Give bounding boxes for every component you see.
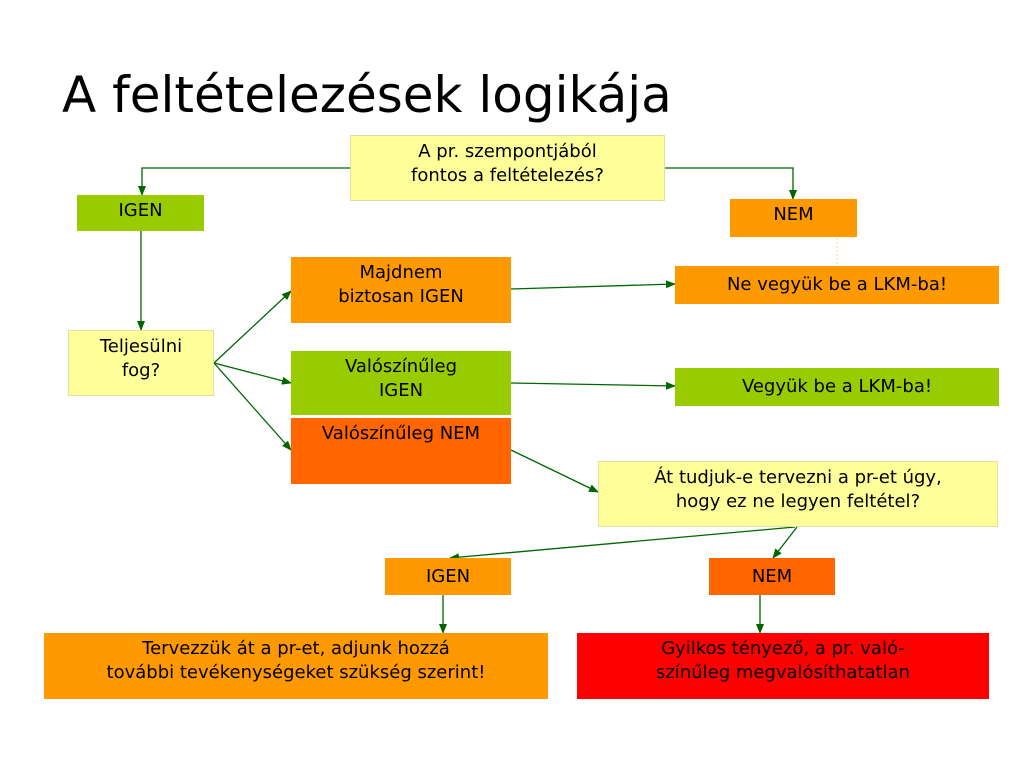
at-tudjuk-label: Át tudjuk-e tervezni a pr-et úgy, hogy e… <box>654 467 942 512</box>
majdnem-label: Majdnem biztosan IGEN <box>338 262 464 307</box>
question-important-box: A pr. szempontjából fontos a feltételezé… <box>350 135 665 201</box>
at-tudjuk-box: Át tudjuk-e tervezni a pr-et úgy, hogy e… <box>598 461 998 527</box>
teljesulni-label: Teljesülni fog? <box>99 336 183 381</box>
valoszinuleg-igen-label: Valószínűleg IGEN <box>344 356 458 401</box>
tervezzuk-box: Tervezzük át a pr-et, adjunk hozzá továb… <box>44 633 548 699</box>
connector-question-to-igen <box>138 167 350 196</box>
ne-vegyuk-box: Ne vegyük be a LKM-ba! <box>675 266 999 304</box>
gyilkos-box: Gyilkos tényező, a pr. való- színűleg me… <box>577 633 989 699</box>
igen-top-box: IGEN <box>77 195 204 231</box>
connector-at-tudjuk-to-nem <box>772 526 798 559</box>
vegyuk-box: Vegyük be a LKM-ba! <box>675 368 999 406</box>
question-important-label: A pr. szempontjából fontos a feltételezé… <box>411 141 604 186</box>
tervezzuk-label: Tervezzük át a pr-et, adjunk hozzá továb… <box>106 638 486 683</box>
connector-question-to-nem <box>665 167 797 200</box>
valoszinuleg-nem-label: Valószínűleg NEM <box>321 423 481 444</box>
connector-majdnem-to-ne-vegyuk <box>510 280 676 290</box>
connector-at-tudjuk-to-igen <box>449 526 796 562</box>
majdnem-box: Majdnem biztosan IGEN <box>291 257 511 323</box>
igen-top-label: IGEN <box>118 200 163 221</box>
teljesulni-box: Teljesülni fog? <box>68 330 214 396</box>
connector-valoszinuleg-nem-to-at-tudjuk <box>510 449 599 493</box>
valoszinuleg-igen-box: Valószínűleg IGEN <box>291 351 511 415</box>
connector-teljesulni-to-valoszinuleg-nem <box>213 362 292 451</box>
gyilkos-label: Gyilkos tényező, a pr. való- színűleg me… <box>655 638 911 683</box>
vegyuk-label: Vegyük be a LKM-ba! <box>741 376 933 397</box>
nem-top-box: NEM <box>730 199 857 237</box>
connector-teljesulni-to-valoszinuleg-igen <box>213 362 292 385</box>
nem-top-label: NEM <box>773 204 814 225</box>
igen-bottom-label: IGEN <box>425 565 471 587</box>
ne-vegyuk-label: Ne vegyük be a LKM-ba! <box>726 274 948 295</box>
connector-teljesulni-to-majdnem <box>213 290 292 364</box>
valoszinuleg-nem-box: Valószínűleg NEM <box>291 418 511 484</box>
page-title: A feltételezések logikája <box>62 66 672 124</box>
igen-bottom-box: IGEN <box>385 558 511 595</box>
connector-valoszinuleg-igen-to-vegyuk <box>510 381 676 390</box>
nem-bottom-box: NEM <box>709 558 835 595</box>
nem-bottom-label: NEM <box>751 565 793 587</box>
